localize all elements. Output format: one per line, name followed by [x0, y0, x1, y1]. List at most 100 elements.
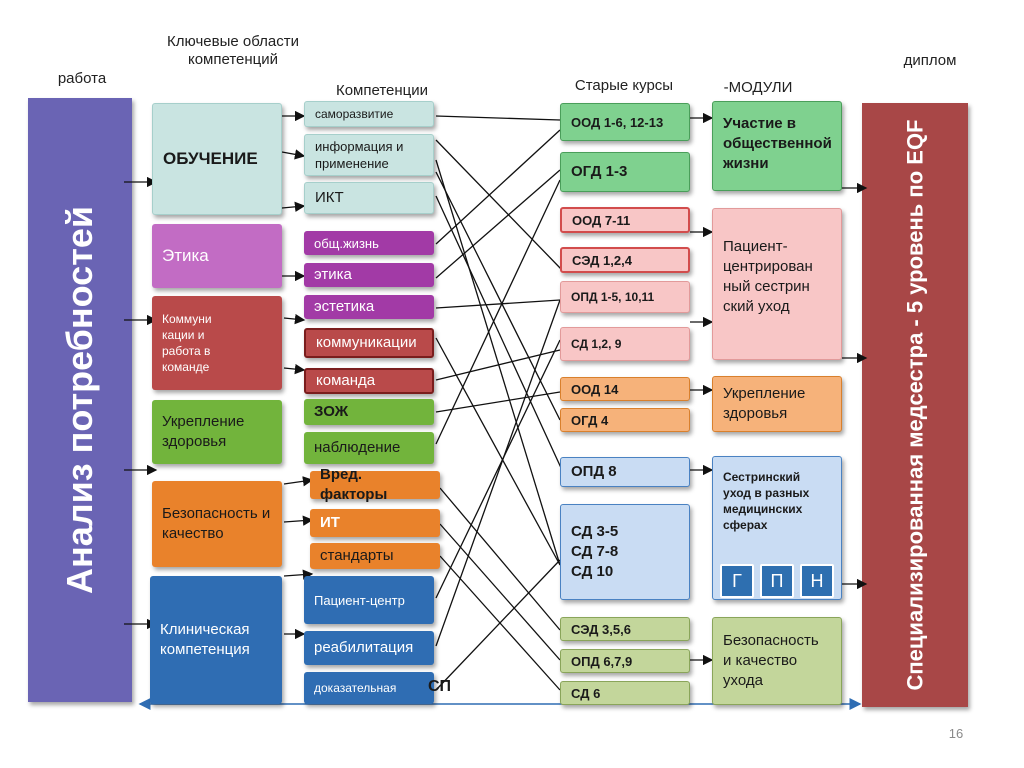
cross-11: [435, 391, 561, 413]
comp-evidence-based-label: доказательная: [314, 681, 397, 695]
cross-4: [435, 159, 561, 566]
comp-rehabilitation-label: реабилитация: [314, 639, 414, 656]
area-ethics-label: Этика: [162, 246, 209, 265]
cross-1: [435, 115, 561, 121]
comp-it-label: ИТ: [320, 514, 340, 531]
comp-team-label: команда: [316, 372, 376, 389]
cross-14: [439, 523, 561, 661]
cross-5: [435, 129, 561, 245]
comp-ethics-label: этика: [314, 266, 352, 283]
area-learning: ОБУЧЕНИЕ: [152, 103, 282, 215]
course-ood-14: ООД 14: [560, 377, 690, 401]
header-work: работа: [57, 70, 107, 87]
needs-analysis-bar: Анализ потребностей: [28, 98, 132, 702]
arrow-area-5: [283, 313, 306, 325]
comp-healthy-lifestyle: ЗОЖ: [304, 399, 434, 425]
area-health-label: Укрепление здоровья: [162, 413, 245, 450]
arrow-area-8: [283, 515, 314, 526]
cross-13: [439, 487, 561, 631]
area-clinical: Клиническая компетенция: [150, 576, 282, 704]
header-key-areas: Ключевые области компетенций: [167, 33, 299, 68]
arrow-area-3: [281, 201, 306, 213]
cross-7: [435, 169, 561, 279]
module-safety-quality: Безопасность и качество ухода: [712, 617, 842, 705]
course-opd-8-label: ОПД 8: [571, 463, 617, 480]
course-opd-8: ОПД 8: [560, 457, 690, 487]
course-sd-3-5-label: СД 3-5: [571, 523, 619, 540]
area-communication-label: Коммуни кации и работа в команде: [162, 312, 212, 374]
comp-team: команда: [304, 368, 434, 394]
header-diploma: диплом: [903, 52, 957, 69]
module-health-promotion-label: Укрепление здоровья: [723, 385, 806, 422]
header-modules: -МОДУЛИ: [723, 79, 793, 96]
page-number: 16: [948, 726, 964, 741]
comp-information: информация и применение: [304, 134, 434, 176]
comp-sp-label: СП: [428, 678, 452, 695]
area-clinical-label: Клиническая компетенция: [160, 621, 250, 658]
cross-3: [435, 171, 561, 421]
comp-communications-label: коммуникации: [316, 334, 417, 351]
header-old-courses: Старые курсы: [574, 77, 674, 94]
comp-ict-label: ИКТ: [315, 189, 344, 206]
course-opd-1-5: ОПД 1-5, 10,11: [560, 281, 690, 313]
module-patient-centered: Пациент-центрирован ный сестрин ский ухо…: [712, 208, 842, 360]
arrow-area-2: [281, 149, 306, 160]
comp-ethics: этика: [304, 263, 434, 287]
course-sd-6-label: СД 6: [571, 685, 601, 701]
course-ood-14-label: ООД 14: [571, 381, 619, 397]
header-competencies: Компетенции: [335, 82, 429, 99]
cross-9: [435, 337, 561, 566]
module-sub-n: Н: [800, 564, 834, 598]
comp-rehabilitation: реабилитация: [304, 631, 434, 665]
module-sub-g: Г: [720, 564, 754, 598]
course-ood-1-6: ООД 1-6, 12-13: [560, 103, 690, 141]
comp-social-life: общ.жизнь: [304, 231, 434, 255]
cross-18: [435, 559, 561, 691]
comp-harmful-factors-label: Вред. факторы: [320, 466, 388, 503]
comp-observation-label: наблюдение: [314, 439, 401, 456]
comp-aesthetics: эстетика: [304, 295, 434, 319]
module-sub-p: П: [760, 564, 794, 598]
course-sd-6: СД 6: [560, 681, 690, 705]
comp-patient-centered-label: Пациент-центр: [314, 592, 405, 608]
course-ogd-1-3-label: ОГД 1-3: [571, 163, 628, 180]
course-ood-7-11: ООД 7-11: [560, 207, 690, 233]
comp-standards-label: стандарты: [320, 547, 394, 564]
course-sed-3-5-6: СЭД 3,5,6: [560, 617, 690, 641]
course-ood-7-11-label: ООД 7-11: [572, 212, 631, 228]
course-sed-1-2-4-label: СЭД 1,2,4: [572, 252, 632, 268]
module-health-promotion: Укрепление здоровья: [712, 376, 842, 432]
comp-communications: коммуникации: [304, 328, 434, 358]
module-nursing-spheres-label: Сестринский уход в разных медицинских сф…: [723, 470, 810, 532]
cross-16: [435, 339, 561, 599]
area-learning-label: ОБУЧЕНИЕ: [163, 149, 258, 168]
comp-harmful-factors: Вред. факторы: [310, 466, 440, 503]
comp-self-development-label: саморазвитие: [315, 107, 394, 121]
module-social-life: Участие в общественной жизни: [712, 101, 842, 191]
course-sd-1-2-9: СД 1,2, 9: [560, 327, 690, 361]
area-health: Укрепление здоровья: [152, 400, 282, 464]
course-opd-6-7-9: ОПД 6,7,9: [560, 649, 690, 673]
course-ogd-4-label: ОГД 4: [571, 412, 609, 428]
module-safety-quality-label: Безопасность и качество ухода: [723, 632, 819, 689]
course-sed-3-5-6-label: СЭД 3,5,6: [571, 621, 631, 637]
area-safety: Безопасность и качество: [152, 481, 282, 567]
area-safety-label: Безопасность и качество: [162, 505, 271, 542]
comp-it: ИТ: [310, 509, 440, 537]
cross-12: [435, 179, 561, 445]
diploma-bar: Специализированная медсестра - 5 уровень…: [862, 103, 968, 707]
cross-2: [435, 139, 563, 271]
course-ogd-1-3: ОГД 1-3: [560, 152, 690, 192]
comp-social-life-label: общ.жизнь: [314, 235, 379, 251]
course-opd-1-5-label: ОПД 1-5, 10,11: [571, 290, 655, 304]
course-sd-7-8-label: СД 7-8: [571, 543, 619, 560]
module-social-life-label: Участие в общественной жизни: [723, 115, 832, 172]
comp-observation: наблюдение: [304, 432, 434, 464]
module-patient-centered-label: Пациент-центрирован ный сестрин ский ухо…: [723, 238, 813, 315]
comp-aesthetics-label: эстетика: [314, 298, 375, 315]
course-sd-10-label: СД 10: [571, 563, 614, 580]
arrow-area-6: [283, 363, 306, 375]
comp-healthy-lifestyle-label: ЗОЖ: [314, 403, 349, 420]
comp-ict: ИКТ: [304, 182, 434, 214]
arrow-area-9: [283, 569, 314, 580]
